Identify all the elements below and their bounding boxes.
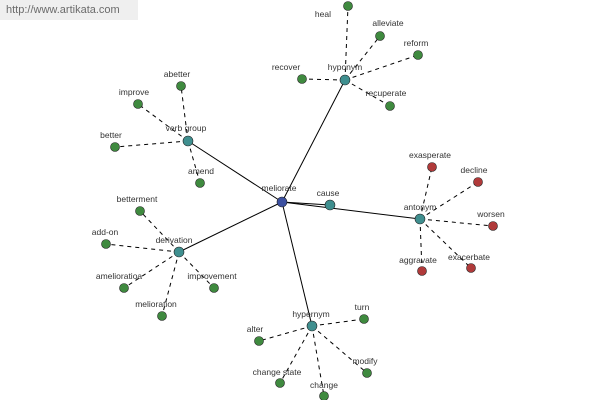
- edge-hypernym-to-change: [311, 325, 325, 397]
- node-improve[interactable]: [133, 99, 143, 109]
- edge-hyponym-to-alleviate: [344, 35, 381, 81]
- edge-root-to-antonym: [281, 201, 421, 220]
- edge-derivation-to-betterment: [139, 210, 180, 253]
- node-change-state[interactable]: [275, 378, 285, 388]
- label-exasperate: exasperate: [409, 150, 451, 160]
- label-amend: amend: [188, 166, 214, 176]
- label-reform: reform: [404, 38, 429, 48]
- edge-derivation-to-amelioratioa: [123, 251, 180, 289]
- node-worsen[interactable]: [488, 221, 498, 231]
- node-root[interactable]: [276, 196, 288, 208]
- edge-hyponym-to-recuperate: [344, 79, 391, 107]
- edge-hypernym-to-alter: [258, 325, 313, 342]
- edge-hypernym-to-change-state: [279, 325, 313, 384]
- node-improvement[interactable]: [209, 283, 219, 293]
- node-turn[interactable]: [359, 314, 369, 324]
- node-antonym[interactable]: [414, 213, 426, 225]
- edge-antonym-to-decline: [419, 181, 479, 220]
- edge-antonym-to-exasperate: [419, 166, 433, 220]
- label-betterment: betterment: [117, 194, 158, 204]
- node-melioration[interactable]: [157, 311, 167, 321]
- node-alter[interactable]: [254, 336, 264, 346]
- edge-derivation-to-melioration: [161, 251, 180, 317]
- node-verb-group[interactable]: [182, 135, 194, 147]
- node-exasperate[interactable]: [427, 162, 437, 172]
- node-recover[interactable]: [297, 74, 307, 84]
- edge-antonym-to-aggravate: [419, 218, 423, 272]
- edge-root-to-derivation: [178, 201, 283, 253]
- label-improvement: improvement: [187, 271, 237, 281]
- label-add-on: add-on: [92, 227, 119, 237]
- node-add-on[interactable]: [101, 239, 111, 249]
- site-watermark: http://www.artikata.com: [0, 0, 138, 20]
- edge-hyponym-to-recover: [301, 78, 346, 81]
- label-improve: improve: [119, 87, 150, 97]
- label-turn: turn: [355, 302, 370, 312]
- node-alleviate[interactable]: [375, 31, 385, 41]
- label-worsen: worsen: [476, 209, 505, 219]
- label-better: better: [100, 130, 122, 140]
- label-decline: decline: [461, 165, 488, 175]
- node-heal[interactable]: [343, 1, 353, 11]
- node-change[interactable]: [319, 391, 329, 400]
- node-betterment[interactable]: [135, 206, 145, 216]
- label-recover: recover: [272, 62, 301, 72]
- label-exacerbate: exacerbate: [448, 252, 490, 262]
- node-better[interactable]: [110, 142, 120, 152]
- node-abetter[interactable]: [176, 81, 186, 91]
- node-aggravate[interactable]: [417, 266, 427, 276]
- node-recuperate[interactable]: [385, 101, 395, 111]
- label-hypernym: hypernym: [292, 309, 329, 319]
- label-modify: modify: [352, 356, 378, 366]
- label-change: change: [310, 380, 338, 390]
- edge-derivation-to-add-on: [105, 243, 180, 253]
- node-reform[interactable]: [413, 50, 423, 60]
- node-amend[interactable]: [195, 178, 205, 188]
- label-cause: cause: [317, 188, 340, 198]
- edge-hypernym-to-turn: [311, 318, 365, 327]
- node-exacerbate[interactable]: [466, 263, 476, 273]
- node-hypernym[interactable]: [306, 320, 318, 332]
- label-recuperate: recuperate: [366, 88, 407, 98]
- label-alter: alter: [247, 324, 264, 334]
- edge-hyponym-to-reform: [344, 54, 419, 81]
- label-heal: heal: [315, 9, 331, 19]
- label-aggravate: aggravate: [399, 255, 437, 265]
- edge-antonym-to-worsen: [419, 218, 494, 227]
- label-amelioratioa: amelioratioa: [96, 271, 143, 281]
- node-amelioratioa[interactable]: [119, 283, 129, 293]
- node-decline[interactable]: [473, 177, 483, 187]
- node-cause[interactable]: [324, 199, 336, 211]
- label-antonym: antonym: [404, 202, 437, 212]
- edge-antonym-to-exacerbate: [419, 218, 472, 269]
- label-hyponym: hyponym: [328, 62, 363, 72]
- node-hyponym[interactable]: [339, 74, 351, 86]
- label-change-state: change state: [253, 367, 302, 377]
- edge-verb-group-to-abetter: [180, 85, 189, 142]
- edge-root-to-hyponym: [281, 79, 346, 203]
- label-abetter: abetter: [164, 69, 191, 79]
- label-derivation: derivation: [156, 235, 193, 245]
- label-root: meliorate: [262, 183, 297, 193]
- edge-derivation-to-improvement: [178, 251, 215, 289]
- node-modify[interactable]: [362, 368, 372, 378]
- edge-verb-group-to-improve: [137, 103, 189, 142]
- label-alleviate: alleviate: [372, 18, 403, 28]
- edge-root-to-hypernym: [281, 201, 313, 327]
- node-derivation[interactable]: [173, 246, 185, 258]
- edge-root-to-verb-group: [187, 140, 283, 203]
- label-verb-group: verb group: [166, 123, 207, 133]
- label-melioration: melioration: [135, 299, 177, 309]
- edge-verb-group-to-better: [114, 140, 189, 148]
